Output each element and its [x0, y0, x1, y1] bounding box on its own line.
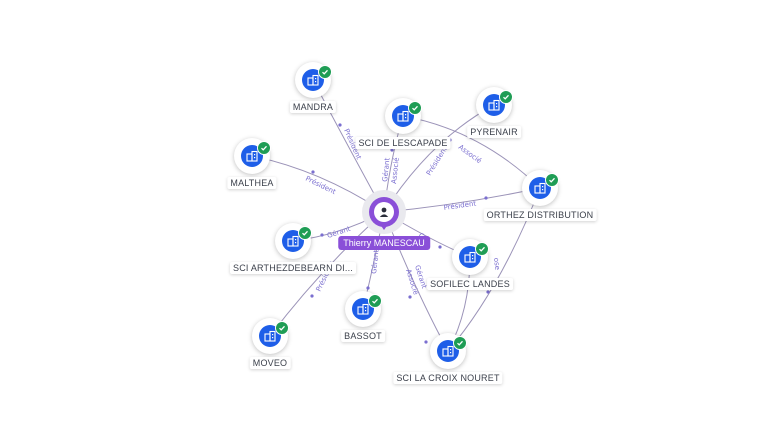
edge-arrow — [366, 286, 370, 290]
node-label: PYRENAIR — [467, 126, 521, 138]
edge-arrow — [310, 294, 314, 298]
check-icon — [298, 226, 312, 240]
edge-arrow — [320, 233, 324, 237]
person-icon — [374, 202, 394, 222]
node-label: BASSOT — [341, 330, 385, 342]
edge-label-lescapade-2: Associé — [390, 157, 401, 184]
check-icon — [275, 321, 289, 335]
node-label: SCI LA CROIX NOURET — [393, 372, 503, 384]
edge-arrow — [486, 290, 490, 294]
check-icon — [499, 90, 513, 104]
check-icon — [545, 173, 559, 187]
node-label: MALTHEA — [227, 177, 277, 189]
node-label: SOFILEC LANDES — [427, 278, 513, 290]
check-icon — [475, 242, 489, 256]
edge-label-lescapade-1: Gérant — [381, 157, 391, 182]
edge-arrow — [390, 148, 394, 152]
edge-arrow — [484, 196, 488, 200]
check-icon — [408, 101, 422, 115]
node-label: SCI DE LESCAPADE — [355, 137, 451, 149]
edge-label-lescapade-orthez: Associé — [457, 143, 483, 165]
edge-arrow — [408, 295, 412, 299]
check-icon — [257, 141, 271, 155]
person-marker — [369, 197, 399, 227]
person-label: Thierry MANESCAU — [338, 236, 430, 250]
edge-label-pyrenair: Président — [425, 145, 449, 177]
edge-arrow — [338, 123, 342, 127]
check-icon — [453, 336, 467, 350]
edge-arrow — [424, 340, 428, 344]
node-label: MANDRA — [289, 101, 337, 113]
edge-label-sofilec-croix: ose — [492, 257, 501, 270]
check-icon — [368, 294, 382, 308]
edge-label-bassot: Gérant — [370, 249, 380, 274]
node-label: SCI ARTHEZDEBEARN DI... — [230, 262, 356, 274]
edge-arrow — [438, 245, 442, 249]
node-label: MOVEO — [249, 357, 291, 369]
check-icon — [318, 65, 332, 79]
node-label: ORTHEZ DISTRIBUTION — [483, 209, 597, 221]
edge-arrow — [311, 170, 315, 174]
edge-label-orthez: Président — [443, 199, 477, 212]
